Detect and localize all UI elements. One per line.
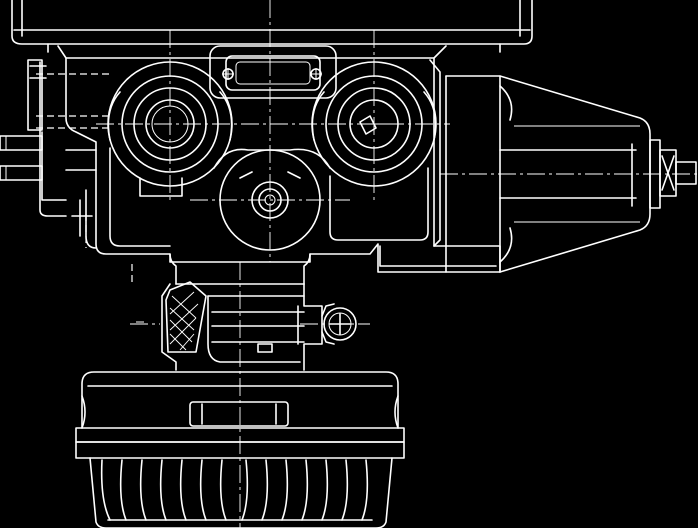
valve-body (57, 45, 501, 285)
neck-coupling (136, 283, 323, 371)
top-housing-cap (11, 0, 533, 53)
hatched-seal (165, 281, 207, 353)
top-connector-plate (209, 45, 337, 99)
center-lines (96, 0, 698, 528)
left-side-fitting (0, 59, 97, 237)
hidden-lines (36, 73, 133, 282)
right-conical-actuator (445, 75, 651, 273)
ribbed-skirt (89, 457, 393, 528)
